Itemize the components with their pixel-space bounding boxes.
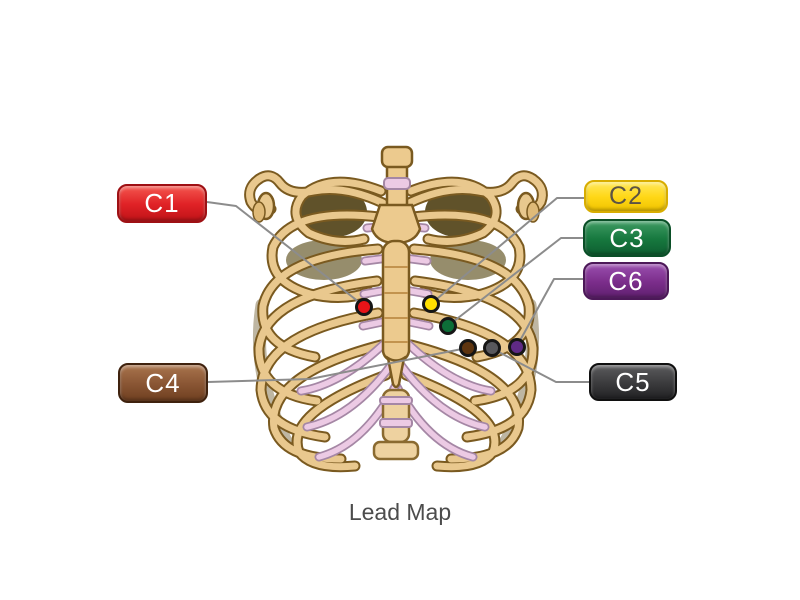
lead-badge-c1[interactable]: C1: [117, 184, 207, 223]
lead-badge-c2[interactable]: C2: [584, 180, 668, 213]
lead-badge-c5[interactable]: C5: [589, 363, 677, 401]
lead-line-c1: [206, 201, 365, 307]
callout-lines: [206, 197, 589, 383]
lead-line-c2: [431, 197, 584, 304]
xiphoid-process: [386, 355, 406, 389]
electrode-dot-c3: [439, 317, 457, 335]
sternum-and-spine: [370, 145, 422, 461]
lead-line-c5: [492, 348, 589, 383]
lead-line-c4: [207, 347, 468, 383]
electrode-dot-c5: [483, 339, 501, 357]
lead-badge-c6[interactable]: C6: [583, 262, 669, 300]
electrode-dot-c1: [355, 298, 373, 316]
lead-line-c3: [448, 237, 583, 326]
lead-badge-c3[interactable]: C3: [583, 219, 671, 257]
figure-caption: Lead Map: [348, 499, 452, 525]
lead-line-c6: [516, 278, 583, 347]
electrode-dot-c4: [459, 339, 477, 357]
electrode-dot-c6: [508, 338, 526, 356]
lead-badge-c4[interactable]: C4: [118, 363, 208, 403]
electrode-dots: [355, 295, 526, 357]
manubrium: [370, 203, 422, 245]
electrode-dot-c2: [422, 295, 440, 313]
